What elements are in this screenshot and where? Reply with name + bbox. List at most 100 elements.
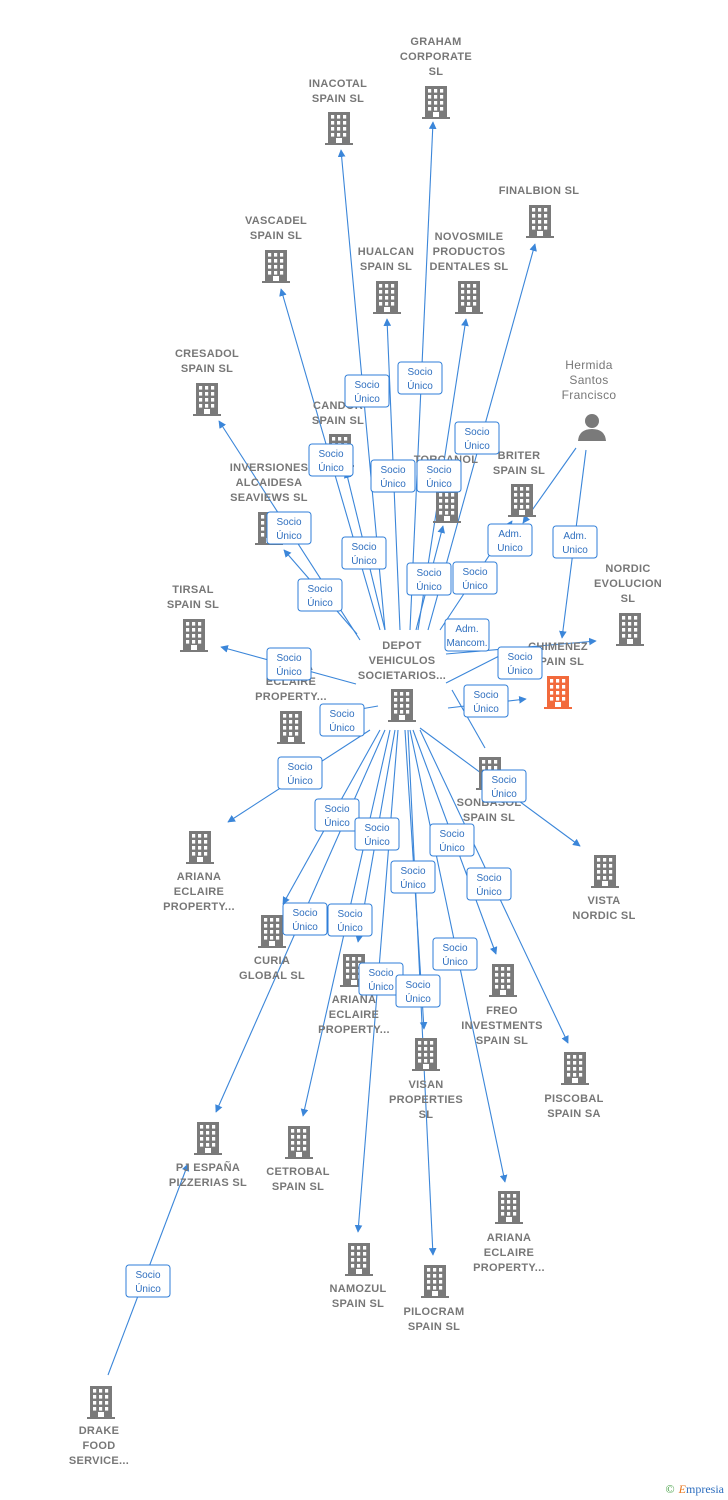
relation-box[interactable]	[125, 1264, 171, 1298]
relation-box[interactable]	[463, 684, 509, 718]
node-label-line: GLOBAL SL	[239, 970, 305, 982]
relation-box[interactable]	[497, 646, 543, 680]
node-ariana-bottom[interactable]: ARIANAECLAIREPROPERTY...	[473, 1191, 545, 1274]
building-icon	[526, 205, 554, 238]
relation-box[interactable]	[444, 618, 490, 652]
relation-box[interactable]	[432, 937, 478, 971]
relation-box[interactable]	[429, 823, 475, 857]
relation-box[interactable]	[487, 523, 533, 557]
node-label-line: Hermida	[565, 358, 612, 372]
relation-box[interactable]	[314, 798, 360, 832]
relation-box[interactable]	[481, 769, 527, 803]
relation-box[interactable]	[416, 459, 462, 493]
relation-label[interactable]: Adm.Mancom.	[444, 618, 490, 652]
node-label-line: SPAIN SL	[532, 656, 584, 668]
relation-box[interactable]	[466, 867, 512, 901]
node-ariana-left[interactable]: ARIANAECLAIREPROPERTY...	[163, 831, 235, 913]
relation-box[interactable]	[390, 860, 436, 894]
relation-box[interactable]	[452, 561, 498, 595]
relation-box[interactable]	[395, 974, 441, 1008]
relation-box[interactable]	[341, 536, 387, 570]
relation-box[interactable]	[454, 421, 500, 455]
node-label-line: INVERSIONES	[230, 462, 309, 474]
relation-box[interactable]	[344, 374, 390, 408]
node-label-line: PIZZERIAS SL	[169, 1177, 247, 1189]
relation-label-line: Único	[368, 980, 394, 993]
relation-label-line: Socio	[287, 762, 312, 773]
relation-box[interactable]	[308, 443, 354, 477]
node-drake[interactable]: DRAKEFOODSERVICE...	[69, 1386, 129, 1467]
relation-label-line: Único	[491, 787, 517, 800]
relation-box[interactable]	[406, 562, 452, 596]
node-label-line: SPAIN SL	[463, 812, 515, 824]
relation-box[interactable]	[297, 578, 343, 612]
relation-box[interactable]	[552, 525, 598, 559]
relation-label[interactable]: Adm.Unico	[552, 525, 598, 559]
relation-box[interactable]	[266, 511, 312, 545]
relation-box[interactable]	[319, 703, 365, 737]
relation-box[interactable]	[266, 647, 312, 681]
relation-box[interactable]	[354, 817, 400, 851]
building-icon	[616, 613, 644, 646]
relation-box[interactable]	[277, 756, 323, 790]
node-depot[interactable]: DEPOTVEHICULOSSOCIETARIOS...	[358, 640, 446, 722]
relation-label[interactable]: Adm.Unico	[487, 523, 533, 557]
node-finalbion[interactable]: FINALBION SL	[499, 185, 580, 238]
relation-box[interactable]	[397, 361, 443, 395]
relation-label-line: Único	[318, 461, 344, 474]
node-label-line: SPAIN SL	[272, 1181, 324, 1193]
relation-box[interactable]	[282, 902, 328, 936]
node-label-line: FREO	[486, 1005, 518, 1017]
relation-box[interactable]	[327, 903, 373, 937]
relation-label-line: Único	[307, 596, 333, 609]
relation-box[interactable]	[370, 459, 416, 493]
